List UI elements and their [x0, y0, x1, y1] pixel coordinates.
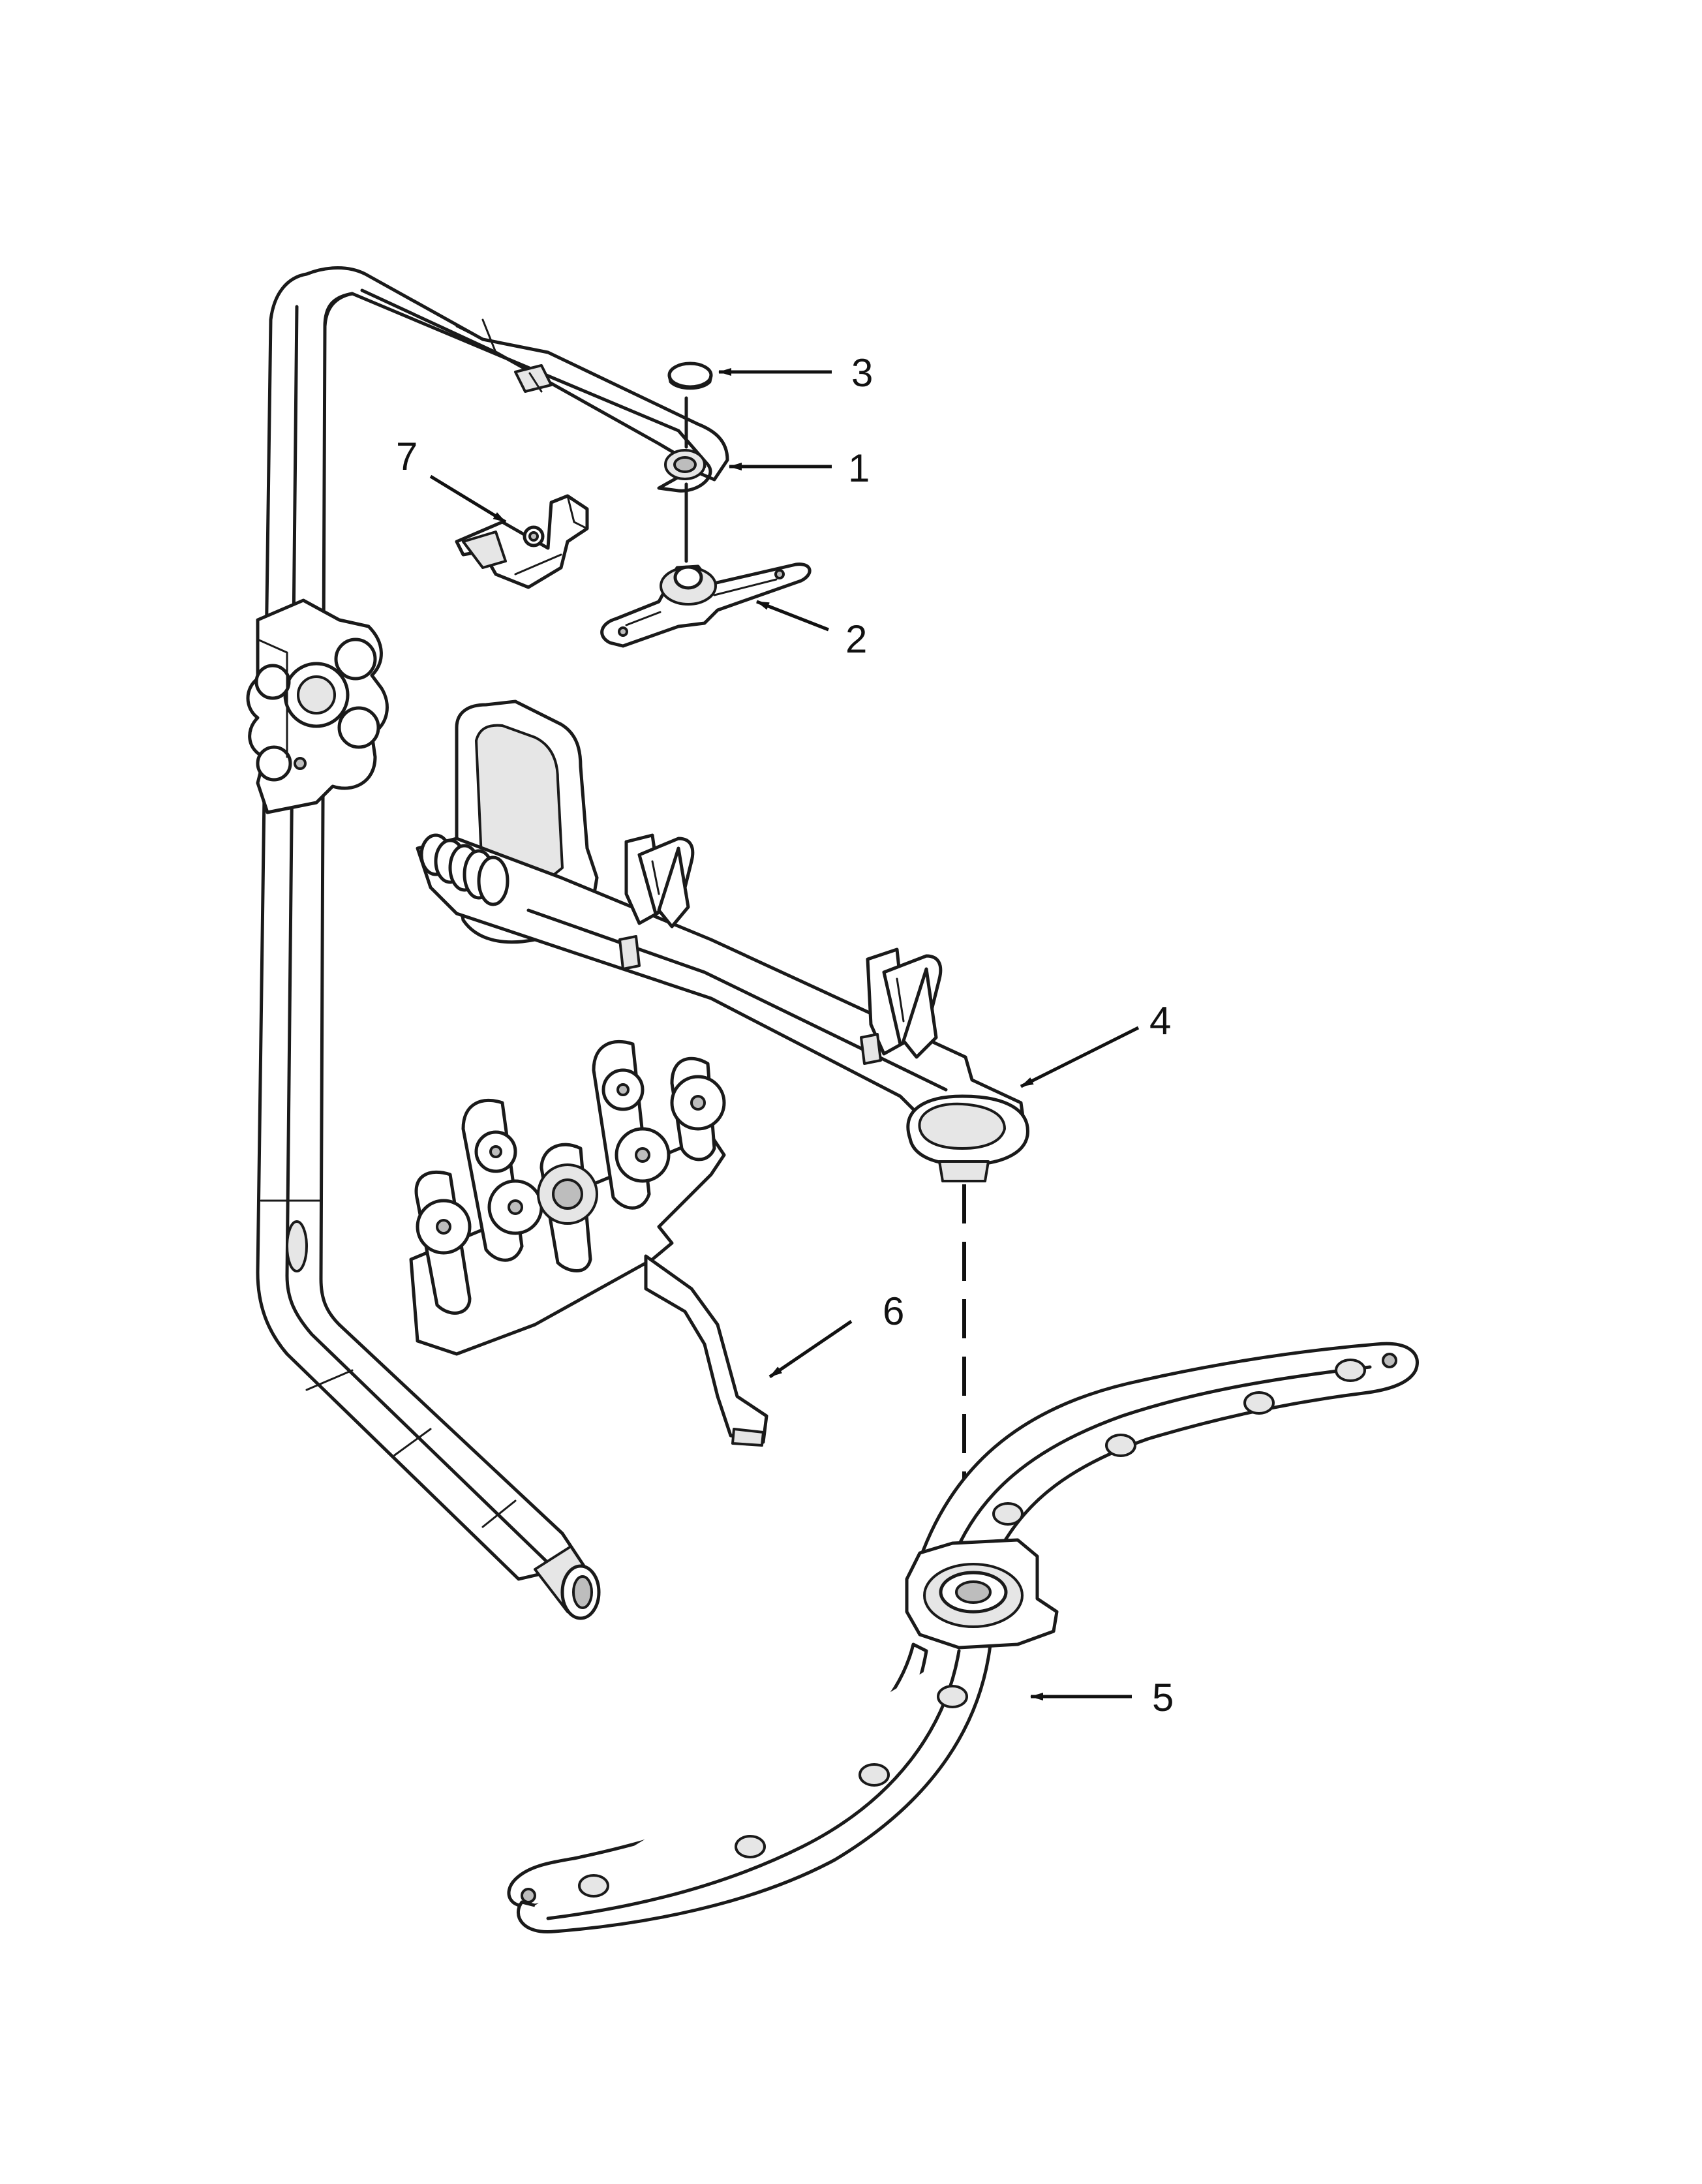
nozzle-pod-1: [414, 1170, 472, 1315]
leader-6: [768, 1319, 853, 1379]
part-3-cap: [667, 361, 713, 390]
nozzle-pod-4: [592, 1039, 671, 1210]
manifold-rack-clip-1: [624, 833, 695, 929]
part-7-clip: [455, 494, 589, 589]
supply-tube-frame: [256, 266, 729, 1620]
part-2-upper-spray-arm: [600, 562, 812, 648]
tube-mounting-bracket: [246, 598, 389, 814]
part-1-tube-hole: [664, 449, 706, 480]
callout-6: 6: [883, 1289, 904, 1333]
nozzle-pod-3: [537, 1143, 598, 1272]
part-5-lower-spray-arm: [507, 1342, 1419, 1934]
part-6-nozzle-manifold: [409, 1039, 768, 1447]
callout-7: 7: [396, 435, 418, 478]
nozzle-pod-2: [461, 1098, 543, 1262]
callout-labels: 3 1 2 7 4 6 5: [396, 351, 1174, 1719]
manifold-ribbed-end: [419, 833, 509, 906]
callout-1: 1: [848, 446, 870, 490]
callout-5: 5: [1152, 1676, 1174, 1719]
callout-2: 2: [845, 617, 867, 661]
manifold-rack-clip-2: [866, 947, 943, 1059]
callout-3: 3: [851, 351, 873, 395]
callout-4: 4: [1149, 999, 1171, 1043]
part-4-spray-manifold: [416, 700, 1029, 1182]
leader-4: [1020, 1026, 1140, 1088]
leader-7: [429, 474, 507, 524]
nozzle-pod-5: [670, 1056, 726, 1161]
leader-2: [756, 600, 829, 632]
callout-leaders: [429, 368, 1140, 1700]
